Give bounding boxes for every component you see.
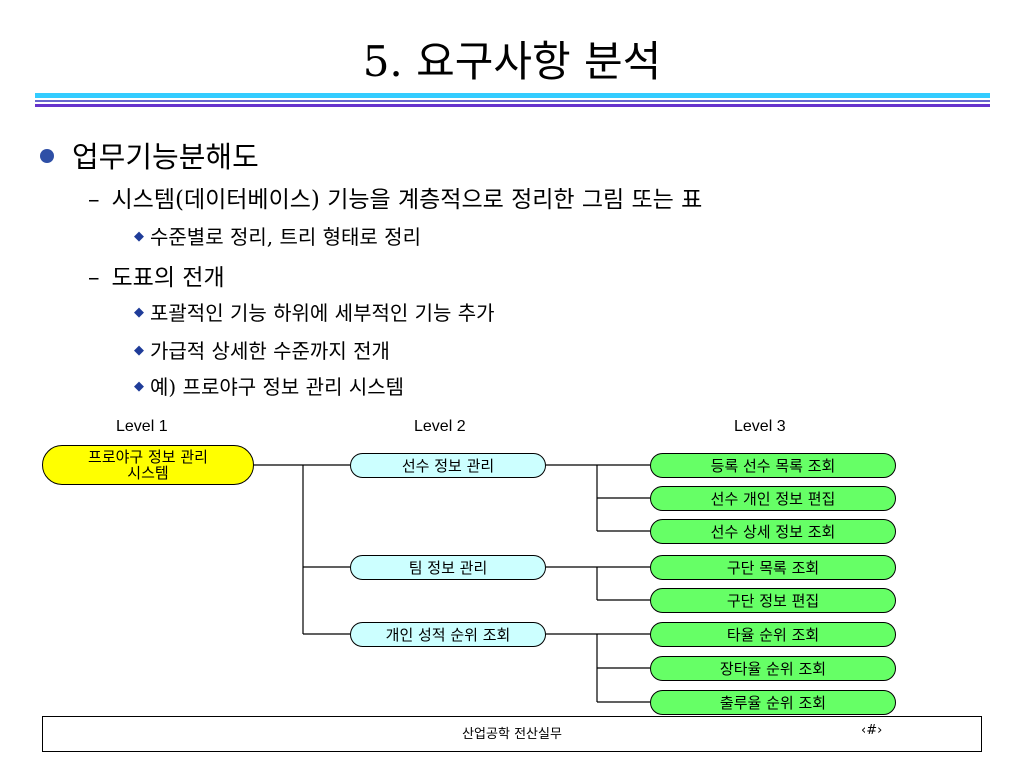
bullet-text: 포괄적인 기능 하위에 세부적인 기능 추가 — [150, 301, 495, 325]
node-level2: 선수 정보 관리 — [350, 453, 546, 478]
node-level3: 출루율 순위 조회 — [650, 690, 896, 715]
diamond-icon: ◆ — [134, 343, 144, 358]
bullet-text: 시스템(데이터베이스) 기능을 계층적으로 정리한 그림 또는 표 — [111, 187, 703, 213]
node-level2: 개인 성적 순위 조회 — [350, 622, 546, 647]
bullet-level2: –도표의 전개 — [88, 258, 225, 292]
title-rule-purple — [35, 104, 990, 107]
title-rule-cyan — [35, 93, 990, 98]
bullet-text: 업무기능분해도 — [72, 140, 259, 174]
node-root-line1: 프로야구 정보 관리 — [88, 448, 208, 466]
node-root: 프로야구 정보 관리 시스템 — [42, 445, 254, 485]
level-2-label: Level 2 — [414, 418, 466, 435]
slide-title: 5. 요구사항 분석 — [362, 37, 662, 86]
node-level3: 선수 개인 정보 편집 — [650, 486, 896, 511]
bullet-text: 수준별로 정리, 트리 형태로 정리 — [150, 225, 421, 249]
node-level3: 타율 순위 조회 — [650, 622, 896, 647]
diamond-icon: ◆ — [134, 379, 144, 394]
bullet-level1: 업무기능분해도 — [40, 134, 259, 176]
node-level3: 선수 상세 정보 조회 — [650, 519, 896, 544]
bullet-level2: –시스템(데이터베이스) 기능을 계층적으로 정리한 그림 또는 표 — [88, 180, 702, 214]
diamond-icon: ◆ — [134, 305, 144, 320]
diamond-icon: ◆ — [134, 229, 144, 244]
node-level3: 등록 선수 목록 조회 — [650, 453, 896, 478]
footer-bar: 산업공학 전산실무 ‹#› — [42, 716, 982, 752]
dash-icon: – — [88, 187, 100, 213]
bullet-text: 도표의 전개 — [111, 265, 225, 291]
node-level3: 구단 정보 편집 — [650, 588, 896, 613]
node-level3: 구단 목록 조회 — [650, 555, 896, 580]
level-1-label: Level 1 — [116, 418, 168, 435]
title-rule-blue — [35, 100, 990, 102]
dash-icon: – — [88, 265, 100, 291]
bullet-level3: ◆ 예) 프로야구 정보 관리 시스템 — [134, 371, 404, 400]
node-level2: 팀 정보 관리 — [350, 555, 546, 580]
footer-text: 산업공학 전산실무 — [462, 727, 562, 742]
bullet-level3: ◆ 포괄적인 기능 하위에 세부적인 기능 추가 — [134, 297, 495, 326]
bullet-level3: ◆ 가급적 상세한 수준까지 전개 — [134, 335, 390, 364]
bullet-dot-icon — [40, 149, 54, 163]
node-root-line2: 시스템 — [127, 464, 169, 482]
bullet-text: 예) 프로야구 정보 관리 시스템 — [150, 375, 405, 399]
page-number: ‹#› — [861, 723, 883, 738]
bullet-text: 가급적 상세한 수준까지 전개 — [150, 339, 390, 363]
bullet-level3: ◆ 수준별로 정리, 트리 형태로 정리 — [134, 221, 421, 250]
node-level3: 장타율 순위 조회 — [650, 656, 896, 681]
level-3-label: Level 3 — [734, 418, 786, 435]
